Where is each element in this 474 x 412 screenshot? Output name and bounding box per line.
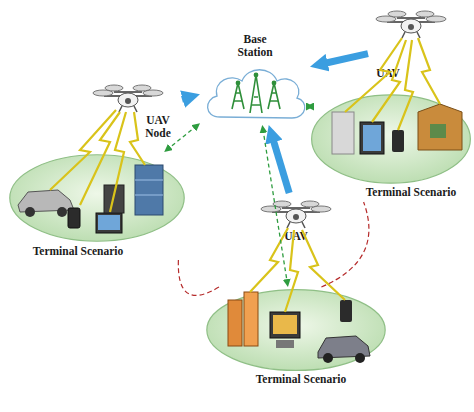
wireless-links — [50, 38, 440, 312]
scenario-ellipse — [312, 95, 471, 183]
lightning-link — [50, 110, 116, 190]
lightning-link — [80, 112, 120, 205]
phone-icon — [392, 130, 404, 152]
uav-drone — [93, 85, 163, 112]
lightning-link — [398, 40, 413, 130]
uav-node: UAV — [368, 4, 454, 84]
base-station-node: Base Station — [200, 33, 310, 125]
monitor-icon — [96, 213, 122, 233]
lightning-link — [250, 228, 288, 292]
dashed-link — [321, 202, 369, 287]
tower-icon — [250, 73, 262, 113]
tower-frame — [232, 83, 244, 109]
tablet-icon — [104, 185, 124, 213]
terminal-scenario-ellipse: Terminal Scenario — [310, 92, 472, 202]
building-window — [135, 180, 163, 181]
node-label: Base Station — [225, 33, 285, 59]
tower-frame — [250, 75, 262, 113]
building-icon — [332, 112, 354, 154]
car-icon — [18, 190, 74, 217]
tower-tip — [272, 81, 275, 84]
node-label: Terminal Scenario — [221, 373, 381, 386]
lightning-link — [110, 112, 126, 212]
car-wheel — [57, 207, 67, 217]
dashed-arrow — [263, 129, 287, 283]
dashed-link — [178, 260, 219, 295]
tower-tip — [254, 73, 257, 76]
tablet-icon — [360, 122, 384, 154]
ellipse-outline — [8, 152, 186, 244]
uav-node: UAV Node — [98, 82, 182, 140]
monitor-screen — [273, 315, 297, 334]
monitor-screen — [98, 215, 120, 230]
car-wheel — [323, 353, 333, 363]
tower-icon — [268, 81, 280, 109]
uplink-arrow — [322, 54, 368, 64]
keyboard-icon — [276, 340, 294, 348]
node-label: Terminal Scenario — [8, 245, 148, 258]
tower-icon — [232, 81, 244, 109]
uav-drone — [376, 11, 446, 38]
factory-window — [430, 124, 446, 138]
node-label: UAV — [368, 67, 408, 80]
lightning-link — [302, 230, 345, 300]
tablet-screen — [363, 125, 381, 151]
node-label: Terminal Scenario — [346, 186, 474, 199]
building-icon — [135, 165, 163, 215]
uav-drone — [261, 201, 331, 228]
lightning-link — [418, 38, 440, 104]
uav-drone — [93, 85, 163, 112]
ellipse-outline — [205, 287, 387, 373]
phone-icon — [68, 208, 80, 228]
ellipse-outline — [310, 92, 472, 186]
scenario-ellipse — [10, 155, 184, 241]
tower-brace — [270, 93, 278, 101]
terminal-scenario-ellipse: Terminal Scenario — [205, 287, 387, 389]
car-icon — [318, 336, 370, 358]
tower-frame — [268, 83, 280, 109]
lightning-link — [372, 40, 406, 122]
uav-node: UAV — [262, 193, 332, 245]
uplink-arrow — [182, 98, 188, 100]
tower-brace — [234, 93, 242, 101]
factory-icon — [418, 104, 462, 150]
uav-drone — [376, 11, 446, 38]
node-label: UAV — [276, 230, 316, 243]
car-wheel — [25, 207, 35, 217]
tower-building-icon — [244, 292, 258, 346]
dashed-arrow — [167, 126, 197, 150]
cloud-shape — [208, 70, 305, 118]
lightning-link — [285, 230, 298, 312]
lightning-link — [130, 112, 145, 165]
cloud-outline — [200, 59, 310, 125]
tower-building-icon — [228, 300, 242, 346]
node-label: UAV Node — [138, 114, 178, 140]
uplink-arrow — [272, 137, 289, 194]
lightning-link — [345, 38, 402, 112]
phone-icon — [340, 300, 352, 322]
car-wheel — [355, 353, 365, 363]
scenario-ellipse — [207, 290, 385, 371]
tower-brace — [252, 97, 260, 105]
building-window — [135, 195, 163, 196]
monitor-icon — [270, 312, 300, 338]
uav-drone — [261, 201, 331, 228]
car-body — [18, 190, 74, 212]
terminal-scenario-ellipse: Terminal Scenario — [8, 152, 186, 260]
tower-tip — [236, 81, 239, 84]
